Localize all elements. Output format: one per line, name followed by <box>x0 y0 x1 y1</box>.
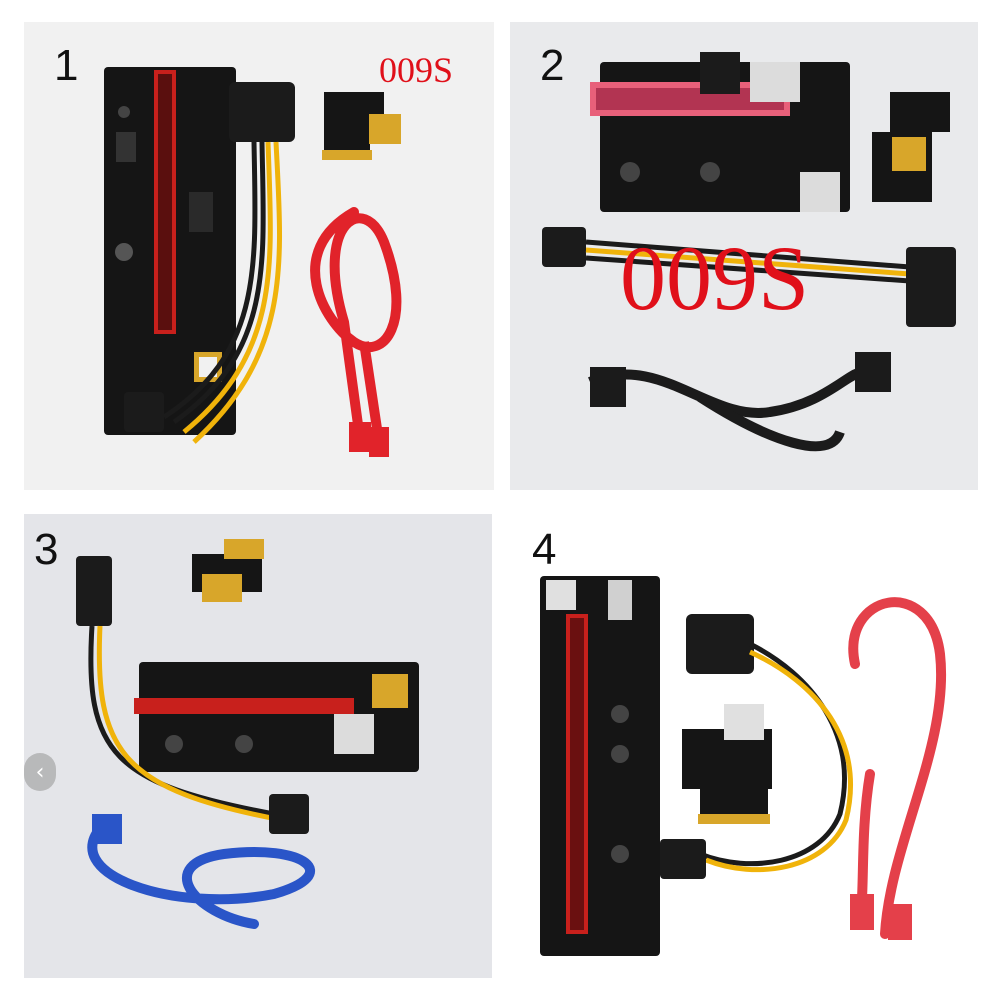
riser-kit-photo-1 <box>104 67 402 457</box>
riser-kit-photo-2 <box>542 52 956 452</box>
photo-panel-1: 1 009S <box>24 22 494 490</box>
riser-kit-photo-4 <box>540 576 947 956</box>
photo-panel-4: 4 <box>510 514 978 978</box>
panel-number: 2 <box>540 41 565 90</box>
previous-arrow-icon[interactable]: ‹ <box>24 753 56 791</box>
riser-kit-photo-3 <box>76 539 419 929</box>
model-label: 009S <box>379 50 454 90</box>
photo-panel-3: 3 <box>24 514 492 978</box>
photo-panel-2: 2 009S <box>510 22 978 490</box>
panel-number: 4 <box>532 525 557 574</box>
model-label: 009S <box>620 227 810 329</box>
panel-number: 1 <box>54 41 79 90</box>
panel-number: 3 <box>34 525 59 574</box>
